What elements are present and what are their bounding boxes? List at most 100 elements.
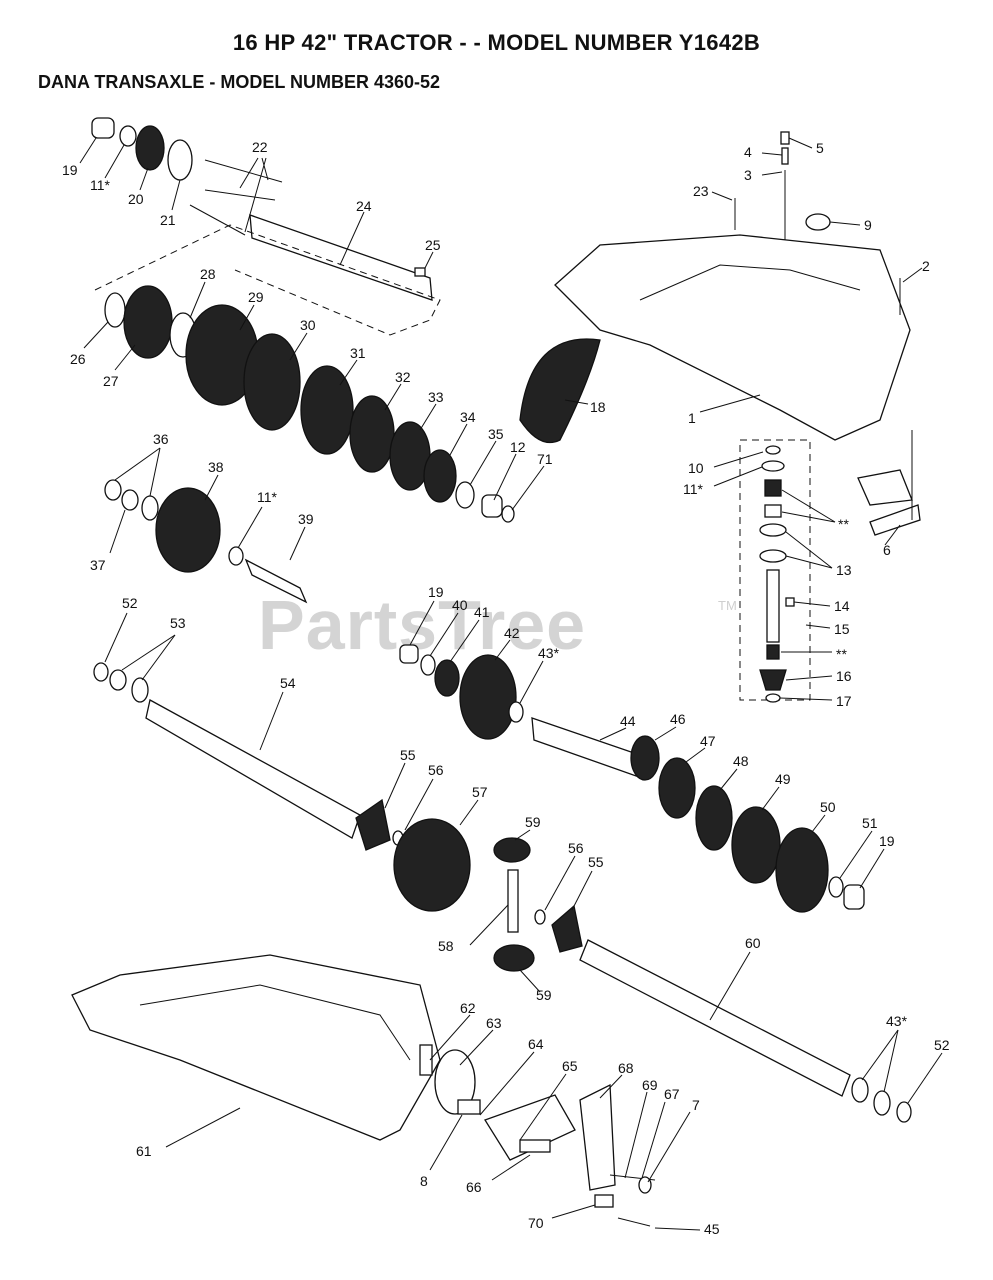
- part-6-shift-plate[interactable]: [857, 469, 913, 506]
- part-54-axle[interactable]: [145, 699, 361, 839]
- callout-58[interactable]: 58: [438, 938, 454, 954]
- callout-29[interactable]: 29: [248, 289, 264, 305]
- part-35-washer[interactable]: [455, 481, 475, 509]
- part-46-gear[interactable]: [630, 735, 660, 781]
- callout-43[interactable]: 43*: [538, 645, 560, 661]
- callout-60[interactable]: 60: [745, 935, 761, 951]
- callout-11-c[interactable]: 11*: [683, 481, 704, 497]
- part-6-shift-lever[interactable]: [869, 504, 921, 536]
- part-48-gear[interactable]: [695, 785, 733, 851]
- callout-9[interactable]: 9: [864, 217, 872, 233]
- part-56-ring-b[interactable]: [534, 909, 546, 925]
- part-36-washer-a[interactable]: [104, 479, 122, 501]
- callout-5[interactable]: 5: [816, 140, 824, 156]
- callout-71[interactable]: 71: [537, 451, 553, 467]
- callout-11-b[interactable]: 11*: [257, 489, 278, 505]
- callout-35[interactable]: 35: [488, 426, 504, 442]
- callout-25[interactable]: 25: [425, 237, 441, 253]
- part-26-ring[interactable]: [104, 292, 126, 328]
- part-16-bevel-gear[interactable]: [759, 669, 787, 691]
- part-19-bushing-c[interactable]: [843, 884, 865, 910]
- callout-4[interactable]: 4: [744, 144, 752, 160]
- callout-37[interactable]: 37: [90, 557, 106, 573]
- callout-36[interactable]: 36: [153, 431, 169, 447]
- callout-62[interactable]: 62: [460, 1000, 476, 1016]
- callout-57[interactable]: 57: [472, 784, 488, 800]
- part-66-pin[interactable]: [519, 1139, 551, 1153]
- bearing-upper[interactable]: [764, 479, 782, 497]
- callout-32[interactable]: 32: [395, 369, 411, 385]
- callout-70[interactable]: 70: [528, 1215, 544, 1231]
- part-63-brake-disc[interactable]: [434, 1049, 476, 1115]
- callout-55-b[interactable]: 55: [588, 854, 604, 870]
- callout-21[interactable]: 21: [160, 212, 176, 228]
- part-14-key[interactable]: [785, 597, 795, 607]
- callout-45[interactable]: 45: [704, 1221, 720, 1237]
- part-59-pinion-a[interactable]: [493, 837, 531, 863]
- part-27-sprocket[interactable]: [123, 285, 173, 359]
- part-53-washer-b[interactable]: [131, 677, 149, 703]
- callout-15[interactable]: 15: [834, 621, 850, 637]
- part-13-washer-a[interactable]: [759, 523, 787, 537]
- callout-26[interactable]: 26: [70, 351, 86, 367]
- part-47-gear[interactable]: [658, 757, 696, 819]
- callout-47[interactable]: 47: [700, 733, 716, 749]
- callout-double-star-b[interactable]: **: [836, 646, 847, 662]
- callout-20[interactable]: 20: [128, 191, 144, 207]
- callout-24[interactable]: 24: [356, 198, 372, 214]
- part-55-bevel-gear-a[interactable]: [355, 798, 391, 851]
- callout-52-b[interactable]: 52: [934, 1037, 950, 1053]
- callout-3[interactable]: 3: [744, 167, 752, 183]
- part-59-pinion-b[interactable]: [493, 944, 535, 972]
- callout-68[interactable]: 68: [618, 1060, 634, 1076]
- part-50-gear[interactable]: [775, 827, 829, 913]
- callout-23[interactable]: 23: [693, 183, 709, 199]
- part-11-washer[interactable]: [119, 125, 137, 147]
- callout-7[interactable]: 7: [692, 1097, 700, 1113]
- part-52-seal-b[interactable]: [896, 1101, 912, 1123]
- callout-13[interactable]: 13: [836, 562, 852, 578]
- part-51-washer[interactable]: [828, 876, 844, 898]
- part-49-gear[interactable]: [731, 806, 781, 884]
- part-68-brake-lever[interactable]: [579, 1083, 616, 1191]
- callout-14[interactable]: 14: [834, 598, 850, 614]
- callout-59-b[interactable]: 59: [536, 987, 552, 1003]
- callout-34[interactable]: 34: [460, 409, 476, 425]
- part-37-washer[interactable]: [121, 489, 139, 511]
- callout-6[interactable]: 6: [883, 542, 891, 558]
- callout-2[interactable]: 2: [922, 258, 930, 274]
- callout-40[interactable]: 40: [452, 597, 468, 613]
- callout-12[interactable]: 12: [510, 439, 526, 455]
- part-31-gear[interactable]: [300, 365, 354, 455]
- callout-59[interactable]: 59: [525, 814, 541, 830]
- callout-49[interactable]: 49: [775, 771, 791, 787]
- callout-27[interactable]: 27: [103, 373, 119, 389]
- part-34-gear[interactable]: [423, 449, 457, 503]
- callout-28[interactable]: 28: [200, 266, 216, 282]
- part-70-spacer[interactable]: [594, 1194, 614, 1208]
- part-39-shaft[interactable]: [244, 558, 308, 604]
- callout-48[interactable]: 48: [733, 753, 749, 769]
- callout-30[interactable]: 30: [300, 317, 316, 333]
- part-42-gear[interactable]: [459, 654, 517, 740]
- part-43-washer-a[interactable]: [508, 701, 524, 723]
- part-53-washer-a[interactable]: [109, 669, 127, 691]
- callout-41[interactable]: 41: [474, 604, 490, 620]
- callout-63[interactable]: 63: [486, 1015, 502, 1031]
- callout-65[interactable]: 65: [562, 1058, 578, 1074]
- callout-19-b[interactable]: 19: [428, 584, 444, 600]
- callout-54[interactable]: 54: [280, 675, 296, 691]
- callout-53[interactable]: 53: [170, 615, 186, 631]
- callout-69[interactable]: 69: [642, 1077, 658, 1093]
- part-43-washer-b[interactable]: [851, 1077, 869, 1103]
- callout-56-b[interactable]: 56: [568, 840, 584, 856]
- part-20-gear[interactable]: [135, 125, 165, 171]
- part-45-bolt[interactable]: [617, 1217, 651, 1227]
- part-9-vent[interactable]: [805, 213, 831, 231]
- part-64-caliper[interactable]: [484, 1094, 576, 1161]
- part-22-pin-c[interactable]: [189, 204, 246, 236]
- part-12-bushing[interactable]: [481, 494, 503, 518]
- part-60-axle[interactable]: [579, 939, 851, 1097]
- callout-50[interactable]: 50: [820, 799, 836, 815]
- callout-16[interactable]: 16: [836, 668, 852, 684]
